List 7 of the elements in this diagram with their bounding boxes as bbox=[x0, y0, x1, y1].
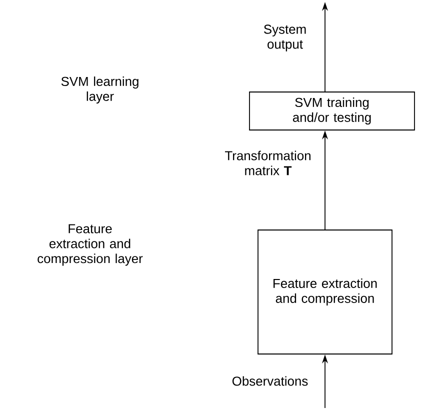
edge-label: Transformation matrix T bbox=[225, 150, 310, 176]
layer-label: Feature extraction and compression layer bbox=[38, 224, 143, 266]
process-box: Feature extraction and compression bbox=[258, 230, 392, 354]
edge-label: Observations bbox=[232, 376, 308, 386]
layer-label: SVM learning layer bbox=[61, 76, 138, 104]
edge-label: System output bbox=[264, 24, 306, 52]
process-box: SVM training and/or testing bbox=[249, 92, 415, 130]
